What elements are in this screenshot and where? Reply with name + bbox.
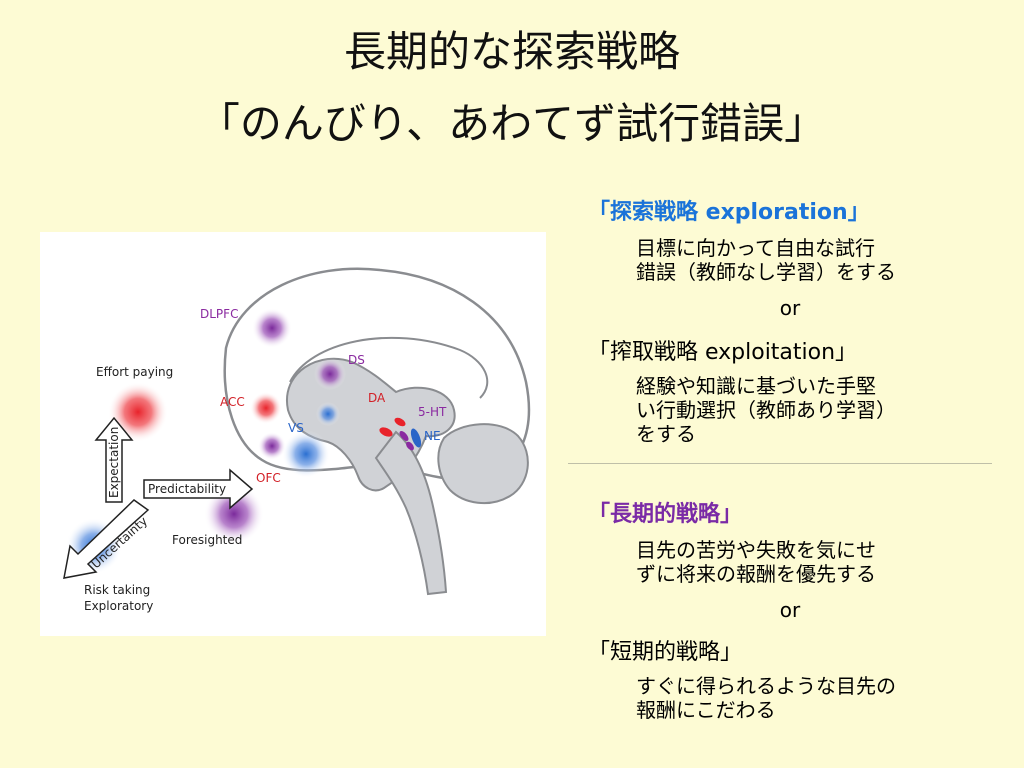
risk-taking-label: Risk taking — [84, 583, 150, 597]
foresighted-label: Foresighted — [172, 533, 242, 547]
cerebellum — [437, 423, 529, 505]
longterm-heading: 「長期的戦略」 — [588, 502, 743, 527]
region-label-dlpfc: DLPFC — [200, 307, 238, 321]
brainstem — [374, 430, 448, 596]
section-divider — [568, 463, 992, 464]
axis-uncertainty-arrow — [63, 499, 150, 579]
exploitation-description: 経験や知識に基づいた手堅 い行動選択（教師あり学習） をする — [636, 374, 896, 446]
brain-diagram: Effort paying Expectation Predictability… — [63, 267, 531, 613]
region-label-ne: NE — [424, 429, 441, 443]
region-label-5ht: 5-HT — [418, 405, 447, 419]
longterm-description: 目先の苦労や失敗を気にせ ずに将来の報酬を優先する — [636, 538, 876, 586]
axis-predictability-label: Predictability — [148, 482, 226, 496]
blob-ds — [314, 358, 346, 390]
or-separator-2: or — [779, 598, 801, 622]
exploration-heading: 「探索戦略 exploration」 — [588, 200, 870, 225]
slide-title-line2: 「のんびり、あわてず試行錯誤」 — [197, 99, 827, 148]
axis-expectation-arrow — [94, 416, 134, 503]
axis-expectation-label: Expectation — [107, 427, 121, 498]
blob-vs-blue — [316, 402, 340, 426]
slide-title-line1: 長期的な探索戦略 — [343, 27, 680, 76]
shortterm-description: すぐに得られるような目先の 報酬にこだわる — [636, 674, 896, 722]
ne-nucleus — [410, 428, 422, 448]
blob-ofc-purple — [258, 432, 286, 460]
5ht-nucleus-2 — [406, 441, 414, 451]
region-label-ds: DS — [348, 353, 365, 367]
blob-dlpfc — [252, 308, 292, 348]
axis-predictability-arrow — [143, 468, 254, 510]
exploratory-label: Exploratory — [84, 599, 153, 613]
da-nucleus-1 — [379, 427, 393, 437]
brain-inner-curve — [289, 336, 489, 399]
5ht-nucleus-1 — [399, 431, 409, 441]
shortterm-heading: 「短期的戦略」 — [588, 640, 743, 665]
da-nucleus-2 — [394, 417, 406, 427]
exploration-description: 目標に向かって自由な試行 錯誤（教師なし学習）をする — [636, 236, 896, 284]
brain-figure: Effort paying Expectation Predictability… — [40, 232, 546, 636]
blob-foresighted — [204, 484, 264, 544]
axis-effort-label: Effort paying — [96, 365, 173, 379]
region-label-vs: VS — [288, 421, 304, 435]
region-label-acc: ACC — [220, 395, 245, 409]
exploitation-heading: 「搾取戦略 exploitation」 — [588, 340, 858, 365]
or-separator-1: or — [779, 296, 801, 320]
blob-ofc-blue — [282, 430, 330, 478]
blob-effort — [108, 382, 168, 442]
blob-acc — [250, 392, 282, 424]
region-label-da: DA — [368, 391, 386, 405]
region-label-ofc: OFC — [256, 471, 281, 485]
